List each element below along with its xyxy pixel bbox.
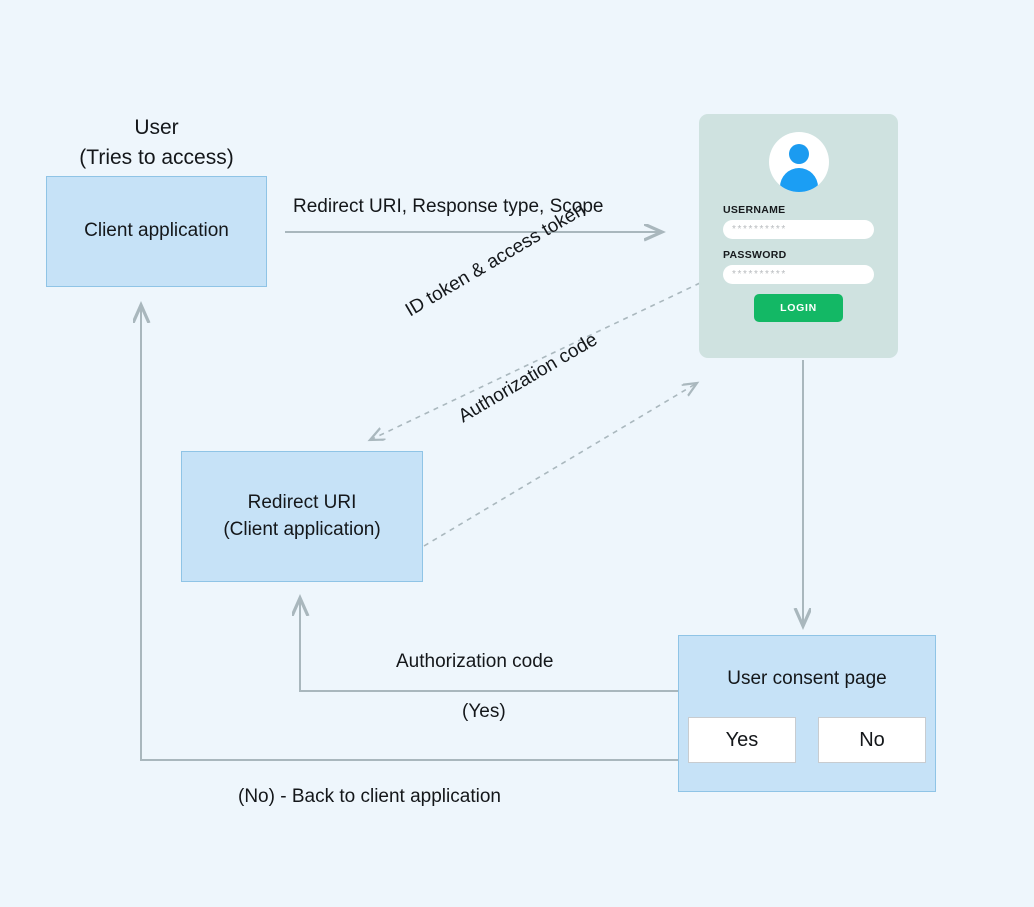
consent-yes-button[interactable]: Yes <box>688 716 796 764</box>
client-application-label: Client application <box>84 220 229 242</box>
login-button[interactable]: LOGIN <box>754 294 843 322</box>
consent-buttons: Yes No <box>688 716 926 764</box>
edge-label-no: (No) - Back to client application <box>238 786 501 807</box>
user-caption: User (Tries to access) <box>46 113 267 174</box>
login-panel: USERNAME ********** PASSWORD ********** … <box>699 114 898 358</box>
username-label: USERNAME <box>723 204 786 216</box>
user-caption-line1: User <box>134 116 179 139</box>
password-label: PASSWORD <box>723 249 787 261</box>
edge-label-authorize-request: Redirect URI, Response type, Scope <box>293 196 604 217</box>
node-client-application[interactable]: Client application <box>46 176 267 287</box>
username-input[interactable]: ********** <box>723 220 874 239</box>
password-input[interactable]: ********** <box>723 265 874 284</box>
avatar-body <box>779 168 818 192</box>
edge-label-authorization-code: Authorization code <box>396 651 554 672</box>
user-caption-line2: (Tries to access) <box>79 146 234 170</box>
avatar-head <box>788 144 809 164</box>
redirect-uri-label-line1: Redirect URI <box>247 491 357 513</box>
user-avatar-icon <box>768 132 829 192</box>
consent-no-button[interactable]: No <box>818 716 926 764</box>
edge-label-authorization-code-diagonal: Authorization code <box>454 329 602 428</box>
edge-yes-branch <box>300 598 679 692</box>
redirect-uri-label-line2: (Client application) <box>223 518 381 540</box>
node-redirect-uri[interactable]: Redirect URI (Client application) <box>181 451 423 582</box>
consent-page-title: User consent page <box>727 668 887 689</box>
node-user-consent-page[interactable]: User consent page Yes No <box>678 635 936 792</box>
edge-label-yes: (Yes) <box>462 701 506 722</box>
